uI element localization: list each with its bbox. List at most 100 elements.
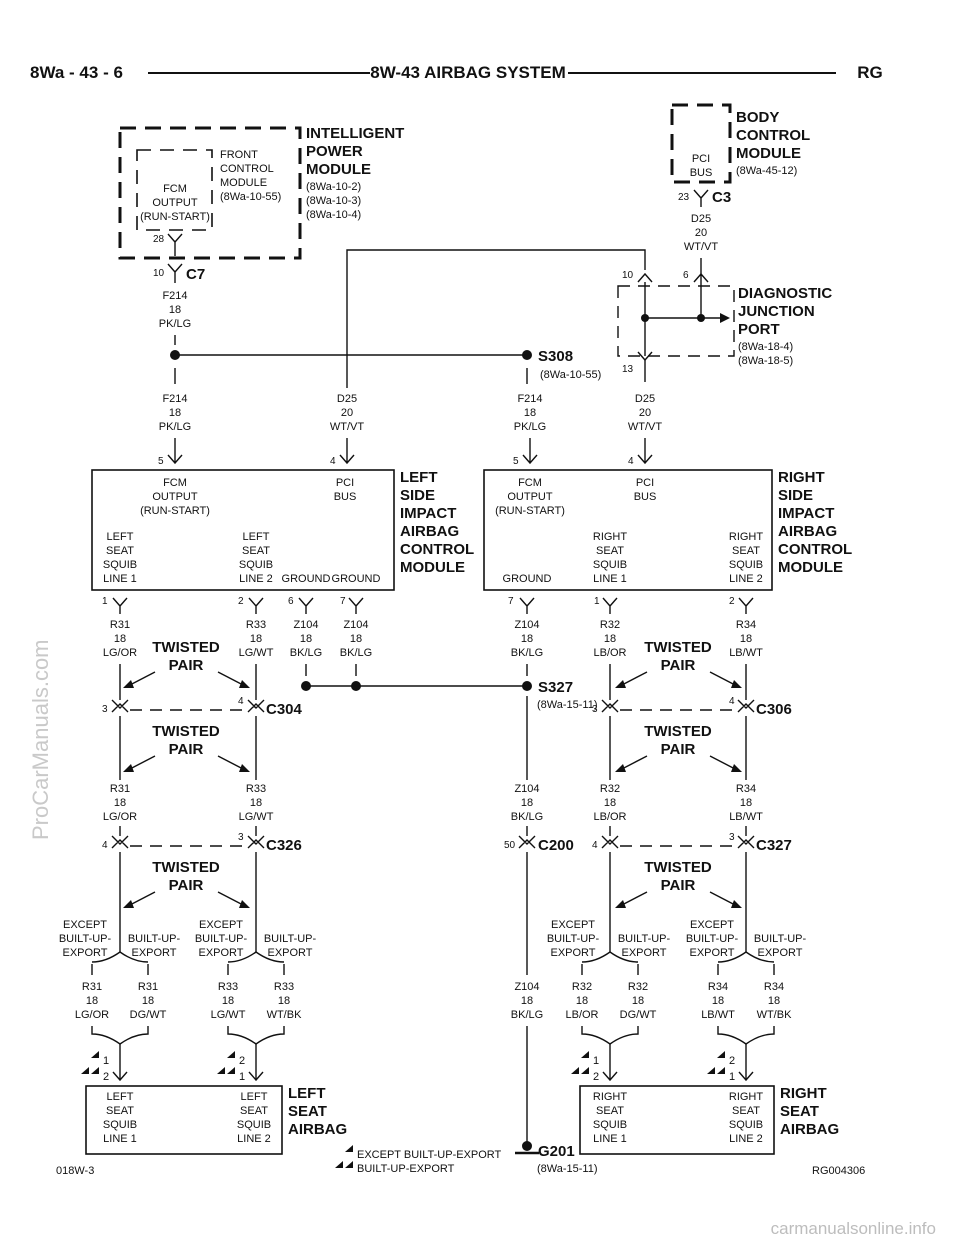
tp-r-upper-arrowhead-r <box>731 680 742 688</box>
djp-pin-13: 13 <box>622 364 634 375</box>
r31-label-c-3: LG/OR <box>75 1009 109 1021</box>
module-bottom-terminals <box>112 597 754 614</box>
right-airbag-line2-2: SEAT <box>732 1105 760 1117</box>
tp-r-lower-arrow-l <box>619 891 648 907</box>
r34-label-a-3: LB/WT <box>729 647 763 659</box>
legend: EXCEPT BUILT-UP-EXPORT BUILT-UP-EXPORT <box>335 1145 502 1175</box>
g201-ref: (8Wa-15-11) <box>537 1163 598 1175</box>
right-airbag-pin2-built: 1 <box>729 1071 735 1083</box>
right-airbag-pin1-except: 1 <box>593 1055 599 1067</box>
g201-ground-symbol <box>522 1141 532 1151</box>
djp-ref-1: (8Wa-18-4) <box>738 341 793 353</box>
marker-double-r2 <box>707 1067 725 1074</box>
lsiacm-pin4-terminal <box>339 438 355 465</box>
r32-label-b-2: 18 <box>604 797 616 809</box>
lsiacm-title-6: MODULE <box>400 559 465 576</box>
r31-label-b-mask <box>100 780 140 824</box>
tp-r-upper-1: TWISTED <box>644 639 712 656</box>
marker-single-r2 <box>717 1051 725 1058</box>
wires-lower <box>119 852 747 975</box>
bcm-pin-23: 23 <box>678 192 690 203</box>
djp-block: 10 6 13 DIAGNOSTIC JUNCTION PORT (8Wa-18… <box>617 270 832 375</box>
z104-label-d-mask <box>505 780 549 824</box>
c326-label: C326 <box>266 837 302 854</box>
fcm-sub-ref: (8Wa-10-55) <box>220 191 281 203</box>
rsiacm-block: FCM OUTPUT (RUN-START) PCI BUS GROUND RI… <box>483 469 852 591</box>
c327-pin-4: 4 <box>592 840 598 851</box>
rsiacm-pin-4: 4 <box>628 456 634 467</box>
opt-r1-except-3: EXPORT <box>550 947 595 959</box>
r32-label-b-1: R32 <box>600 783 620 795</box>
djp-top-terminals <box>637 272 709 283</box>
left-airbag-outline <box>85 1085 283 1155</box>
rsiacm-outline <box>483 469 773 591</box>
f214-label-c-2: 18 <box>524 407 536 419</box>
z104-label-a-2: 18 <box>300 633 312 645</box>
rsiacm-squib2-3: SQUIB <box>729 559 763 571</box>
c306-pin-3: 3 <box>592 704 598 715</box>
bcm-ref: (8Wa-45-12) <box>736 165 797 177</box>
lsiacm-squib1-2: SEAT <box>106 545 134 557</box>
rsiacm-squib2-1: RIGHT <box>729 531 764 543</box>
tp-l-mid-arrowhead-r <box>239 764 250 772</box>
z104-label-c-3: BK/LG <box>511 647 543 659</box>
tp-r-mid-arrowhead-l <box>615 764 626 772</box>
c200-pin-50: 50 <box>504 840 516 851</box>
option-drops <box>91 964 775 975</box>
rsiacm-title-5: CONTROL <box>778 541 852 558</box>
z104-label-a-1: Z104 <box>293 619 318 631</box>
r33-label-b-3: LG/WT <box>239 811 274 823</box>
lsiacm-ground-1: GROUND <box>282 573 331 585</box>
lsiacm-squib1-3: SQUIB <box>103 559 137 571</box>
tp-l-upper-arrowhead-r <box>239 680 250 688</box>
rsiacm-squib2-4: LINE 2 <box>729 573 763 585</box>
rsiacm-fcm-1: FCM <box>518 477 542 489</box>
lsiacm-block: FCM OUTPUT (RUN-START) PCI BUS LEFT SEAT… <box>91 469 474 591</box>
r32-label-a-3: LB/OR <box>593 647 626 659</box>
ground-wire-stubs <box>305 664 528 676</box>
djp-ref-2: (8Wa-18-5) <box>738 355 793 367</box>
left-airbag-pin1-built: 2 <box>103 1071 109 1083</box>
r31-label-a-3: LG/OR <box>103 647 137 659</box>
s327-node-c <box>522 681 532 691</box>
z104-label-e-3: BK/LG <box>511 1009 543 1021</box>
left-airbag-pin1-except: 1 <box>103 1055 109 1067</box>
r32dg-label-2: 18 <box>632 995 644 1007</box>
tp-l-mid-arrow-r <box>217 755 246 771</box>
header-page-number: 8Wa - 43 - 6 <box>30 63 123 82</box>
r32-label-c-2: 18 <box>576 995 588 1007</box>
marker-single-r1 <box>581 1051 589 1058</box>
z104-label-b-2: 18 <box>350 633 362 645</box>
r34-label-c-2: 18 <box>712 995 724 1007</box>
tp-r-lower-1: TWISTED <box>644 859 712 876</box>
f214-label-b-2: 18 <box>169 407 181 419</box>
c306-label: C306 <box>756 701 792 718</box>
opt-l2-built-1: BUILT-UP- <box>264 933 317 945</box>
z104-label-c-1: Z104 <box>514 619 539 631</box>
r31dg-label-1: R31 <box>138 981 158 993</box>
tp-l-upper-2: PAIR <box>169 657 204 674</box>
c326-c327-c200-terminals <box>111 835 755 849</box>
f214-label-b-1: F214 <box>162 393 187 405</box>
rsiacm-title-1: RIGHT <box>778 469 825 486</box>
r32-label-c-3: LB/OR <box>565 1009 598 1021</box>
d25-label-r-2: 20 <box>639 407 651 419</box>
tp-r-lower-arrowhead-l <box>615 900 626 908</box>
left-airbag-line2-3: SQUIB <box>237 1119 271 1131</box>
marker-single-l1 <box>91 1051 99 1058</box>
opt-r1-built-2: EXPORT <box>621 947 666 959</box>
lsiacm-squib1-1: LEFT <box>107 531 134 543</box>
r32dg-label-3: DG/WT <box>620 1009 657 1021</box>
z104-label-c-2: 18 <box>521 633 533 645</box>
g201-label: G201 <box>538 1143 575 1160</box>
ipm-title-1: INTELLIGENT <box>306 125 404 142</box>
bcm-block: PCI BUS BODY CONTROL MODULE (8Wa-45-12) … <box>670 103 810 207</box>
option-forks <box>91 951 775 963</box>
c327-label: C327 <box>756 837 792 854</box>
lsiacm-ground-2: GROUND <box>332 573 381 585</box>
z104-label-b-1: Z104 <box>343 619 368 631</box>
c326-pin-4: 4 <box>102 840 108 851</box>
r33wt-label-2: 18 <box>278 995 290 1007</box>
z104-label-d-2: 18 <box>521 797 533 809</box>
lsiacm-pin-1: 1 <box>102 596 108 607</box>
